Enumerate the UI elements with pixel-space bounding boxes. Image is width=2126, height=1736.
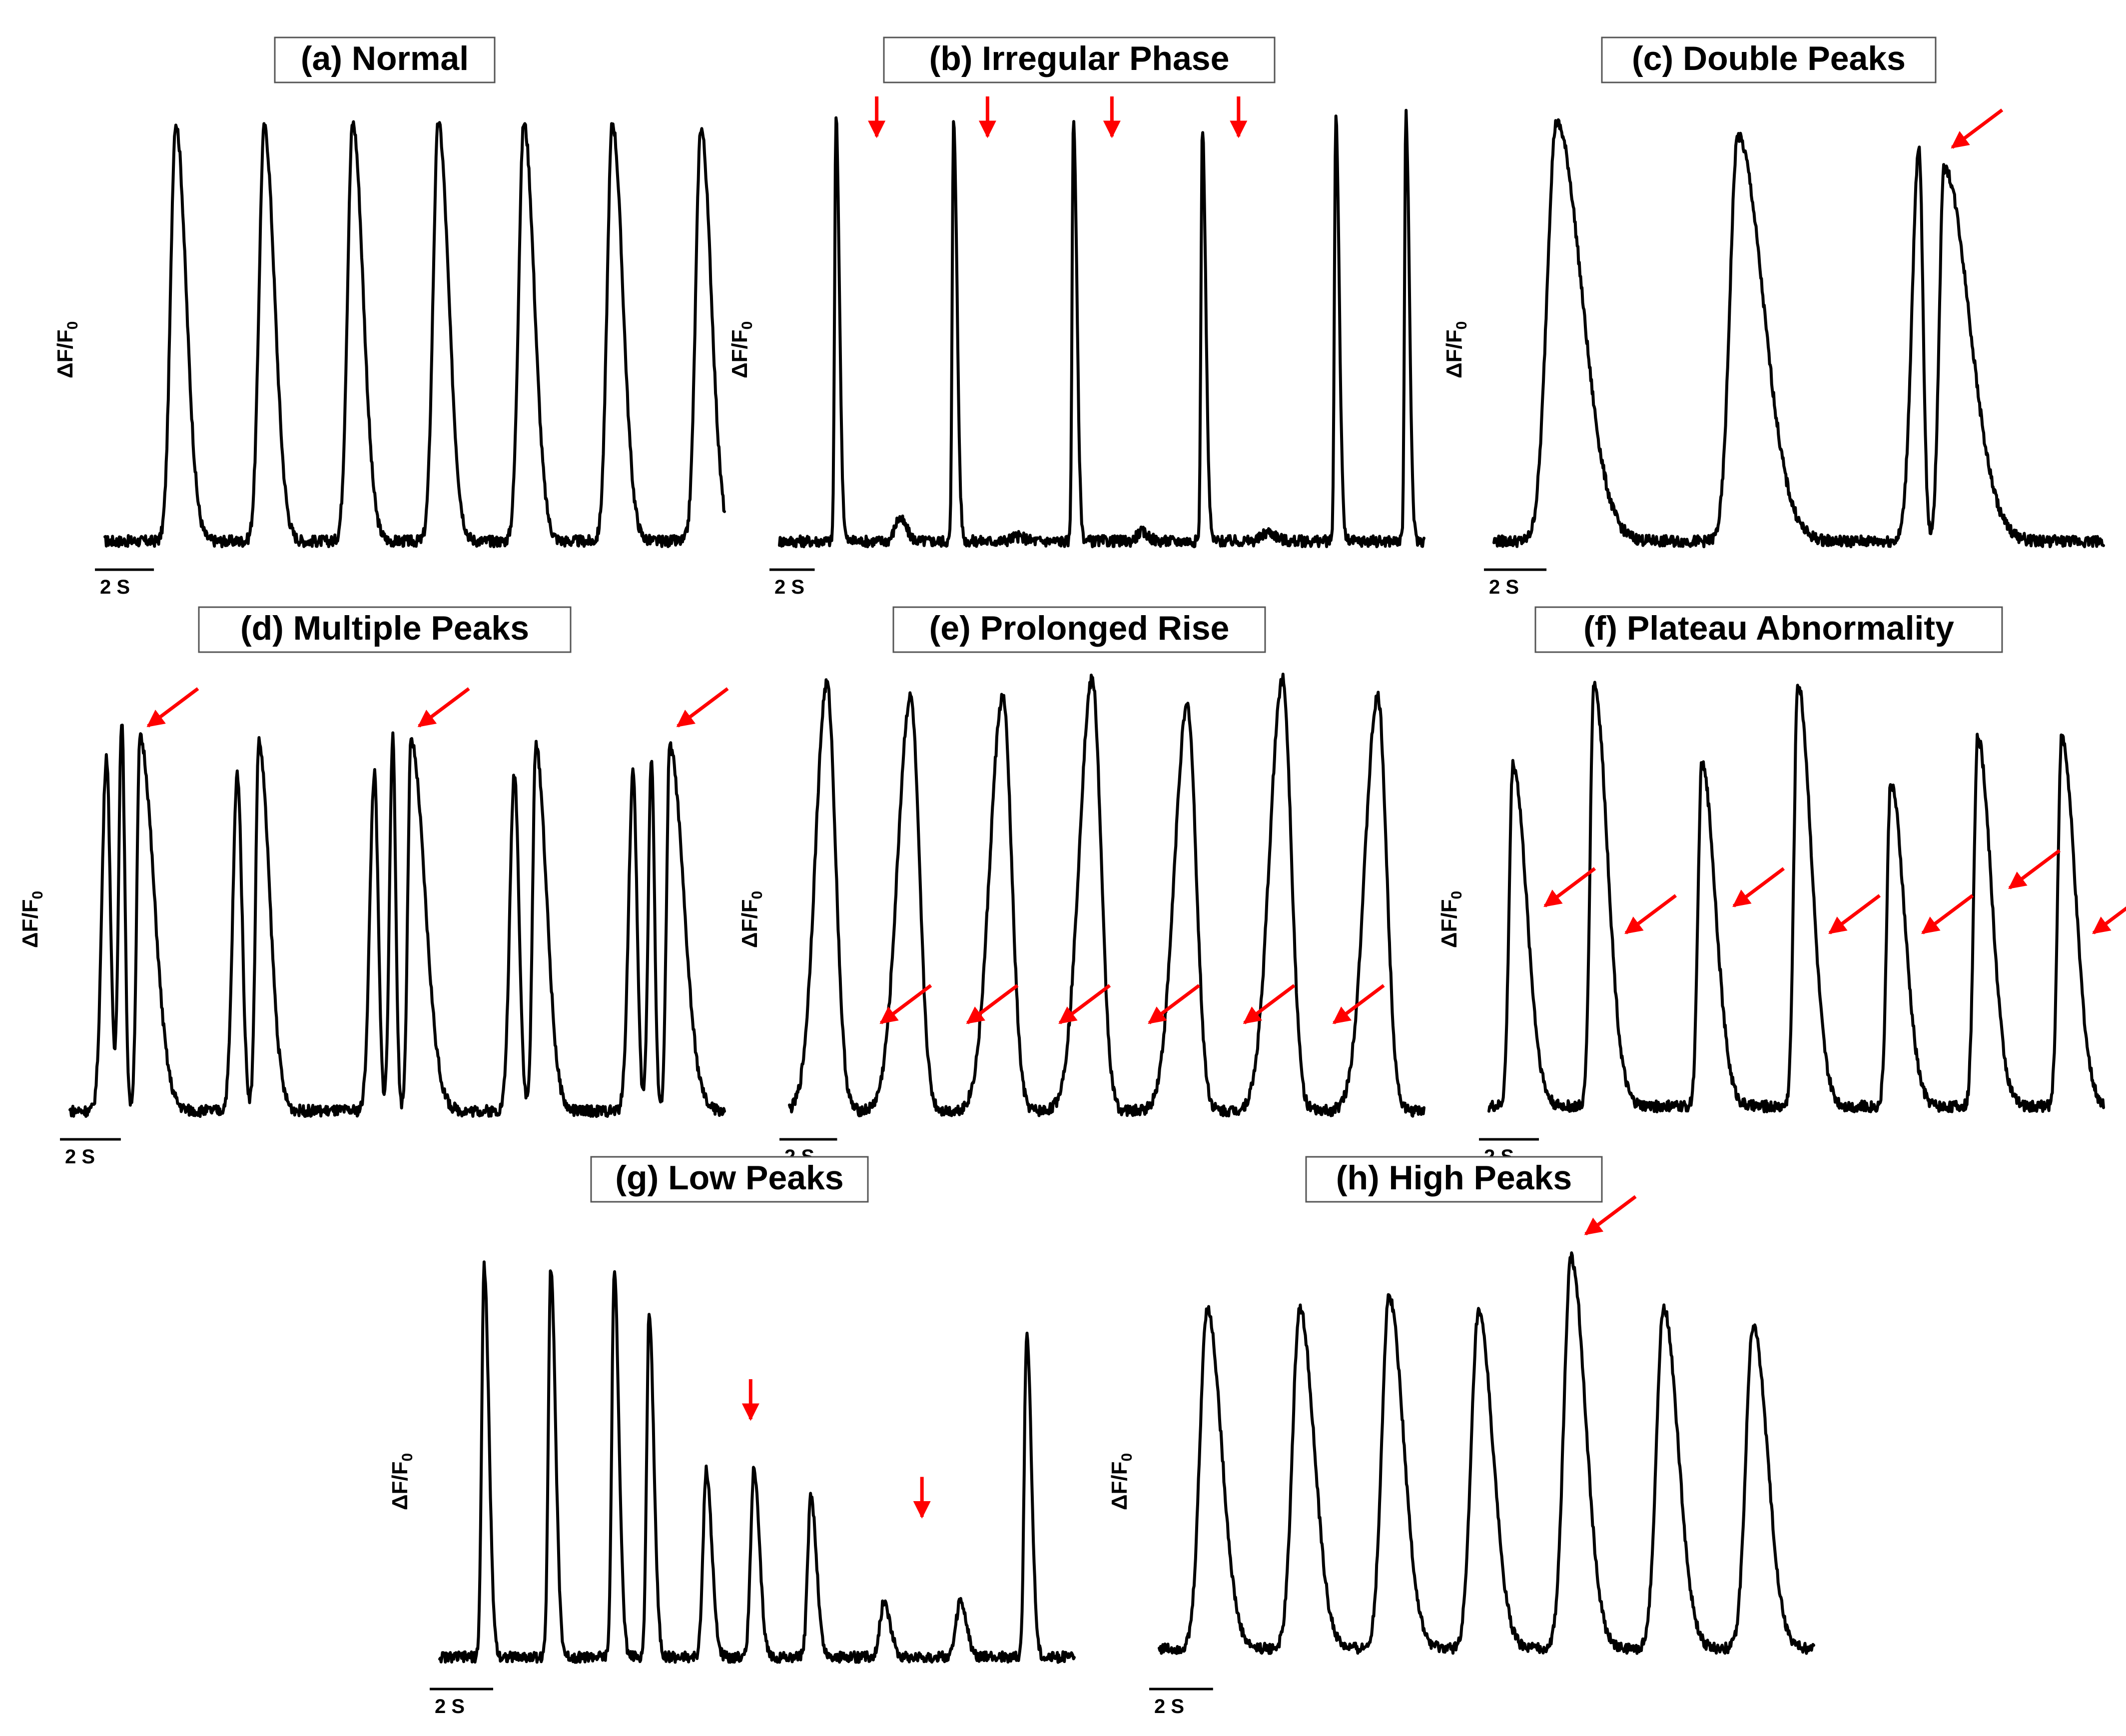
panel-f-title: (f) Plateau Abnormality — [1583, 609, 1954, 647]
panel-f-trace — [1487, 681, 2105, 1113]
panel-a-scale-label: 2 S — [100, 576, 130, 598]
panel-f-arrow-2 — [1732, 867, 1785, 907]
panel-f-title-box — [1534, 606, 2003, 653]
panel-f-arrow-6 — [2092, 906, 2126, 934]
panel-f-arrow-0 — [1543, 867, 1596, 907]
panel-f-ylabel: ΔF/F0 — [1437, 891, 1465, 948]
panel-b-title: (b) Irregular Phase — [929, 39, 1230, 77]
panel-e-arrow-4 — [1243, 984, 1296, 1024]
panel-h-scale-label: 2 S — [1154, 1696, 1184, 1718]
panel-h-title-box — [1305, 1156, 1603, 1203]
panel-f-arrow-1 — [1624, 894, 1677, 934]
panel-a-trace — [103, 120, 726, 549]
panel-b-ylabel-sub: 0 — [739, 321, 755, 330]
panel-b-scale-label: 2 S — [774, 576, 804, 598]
panel-h-ylabel: ΔF/F0 — [1107, 1453, 1135, 1510]
panel-e-arrow-0 — [879, 984, 932, 1024]
panel-a-title: (a) Normal — [301, 39, 469, 77]
panel-g-trace — [438, 1260, 1076, 1664]
panel-a-ylabel-sub: 0 — [64, 321, 81, 330]
panel-e-ylabel: ΔF/F0 — [737, 891, 765, 948]
panel-a-ylabel: ΔF/F0 — [53, 321, 81, 378]
panel-b-ylabel: ΔF/F0 — [727, 321, 755, 378]
panel-b-title-box — [883, 36, 1276, 83]
panel-g-scale-label: 2 S — [435, 1696, 465, 1718]
panel-d-title-box — [198, 606, 572, 653]
panel-e-trace — [788, 673, 1425, 1118]
panel-h-trace — [1158, 1251, 1815, 1655]
panel-f-arrow-5 — [2008, 849, 2061, 889]
panel-h-ylabel-sub: 0 — [1119, 1453, 1135, 1462]
panel-e-title-box — [892, 606, 1266, 653]
panel-f-arrow-4 — [1921, 894, 1974, 934]
panel-h-title: (h) High Peaks — [1336, 1159, 1572, 1197]
panel-d-title: (d) Multiple Peaks — [240, 609, 529, 647]
panel-d-ylabel: ΔF/F0 — [18, 891, 46, 948]
panel-c-arrow-0 — [1951, 108, 2004, 149]
panel-g-title-box — [590, 1156, 869, 1203]
panel-c-trace — [1492, 118, 2105, 549]
panel-c-title-box — [1601, 36, 1937, 83]
panel-c-title: (c) Double Peaks — [1632, 39, 1906, 77]
panel-e-arrow-1 — [966, 984, 1019, 1024]
panel-c-ylabel-sub: 0 — [1453, 321, 1470, 330]
panel-e-title: (e) Prolonged Rise — [929, 609, 1230, 647]
panel-e-arrow-2 — [1058, 984, 1111, 1024]
panel-d-ylabel-sub: 0 — [29, 891, 46, 899]
panel-d-arrow-2 — [676, 687, 729, 728]
panel-h-arrow-0 — [1584, 1195, 1637, 1236]
panel-b-trace — [778, 108, 1425, 549]
panel-d-arrow-0 — [146, 687, 199, 728]
panel-c-scale-label: 2 S — [1489, 576, 1519, 598]
panel-e-ylabel-sub: 0 — [749, 891, 765, 899]
panel-g-ylabel: ΔF/F0 — [388, 1453, 416, 1510]
panel-a-title-box — [274, 36, 496, 83]
panel-g-title: (g) Low Peaks — [615, 1159, 843, 1197]
panel-f-ylabel-sub: 0 — [1448, 891, 1465, 899]
panel-c-ylabel: ΔF/F0 — [1442, 321, 1470, 378]
panel-d-trace — [68, 724, 726, 1118]
panel-g-ylabel-sub: 0 — [399, 1453, 416, 1462]
panel-e-arrow-5 — [1332, 984, 1385, 1024]
panel-d-arrow-1 — [417, 687, 470, 728]
panel-d-scale-label: 2 S — [65, 1146, 95, 1168]
panel-e-arrow-3 — [1148, 984, 1201, 1024]
panel-f-arrow-3 — [1828, 894, 1881, 934]
